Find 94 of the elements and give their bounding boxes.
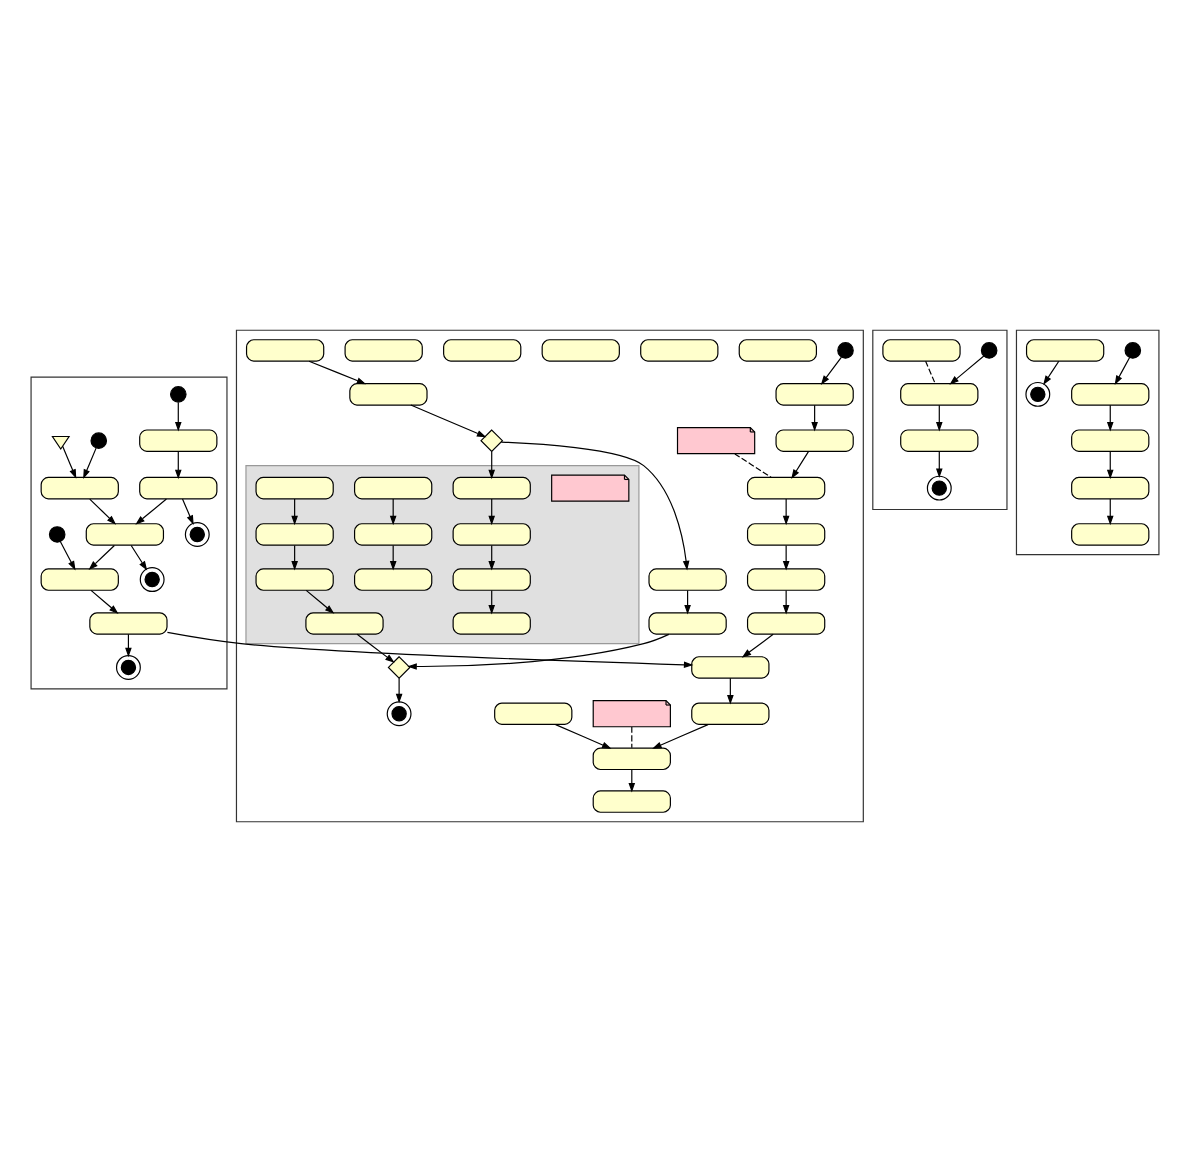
node-circle xyxy=(48,525,66,542)
node-box xyxy=(1071,428,1150,451)
node-box xyxy=(255,522,334,545)
connector xyxy=(734,452,772,477)
arrow xyxy=(90,588,119,613)
cluster xyxy=(872,328,1008,510)
node-box xyxy=(40,475,119,499)
connector xyxy=(925,359,936,384)
node-box xyxy=(452,567,531,590)
node-box xyxy=(900,382,979,405)
arrow xyxy=(410,403,487,437)
node-box xyxy=(746,475,826,499)
cluster xyxy=(30,375,228,689)
arrow xyxy=(395,676,403,703)
node-box xyxy=(1071,382,1150,405)
node-circle xyxy=(980,341,998,358)
node-circle xyxy=(837,341,854,358)
node-box xyxy=(900,428,979,451)
arrow xyxy=(949,354,985,384)
node-box xyxy=(592,789,671,812)
cluster xyxy=(1015,328,1160,555)
arrow xyxy=(83,446,97,478)
node-box xyxy=(354,567,433,590)
arrow xyxy=(1106,449,1114,479)
node-box xyxy=(691,701,770,724)
arrow xyxy=(488,449,496,479)
node-box xyxy=(746,611,826,634)
node-box xyxy=(452,522,531,545)
node-box xyxy=(738,338,817,361)
arrow xyxy=(130,543,148,570)
node-box xyxy=(354,522,433,545)
arrow xyxy=(135,497,168,524)
node-box xyxy=(452,475,531,499)
arrow xyxy=(59,540,76,570)
arrow xyxy=(555,723,612,748)
arrow xyxy=(308,359,367,384)
node-box xyxy=(255,475,334,499)
node-box xyxy=(349,382,428,405)
arrow xyxy=(174,449,182,479)
node-diamond xyxy=(480,428,504,452)
node-box xyxy=(746,567,826,590)
node-box xyxy=(592,746,671,770)
node-box xyxy=(494,701,573,724)
node-box xyxy=(89,611,168,634)
node-box xyxy=(640,338,719,361)
arrow xyxy=(89,497,117,524)
node-box xyxy=(648,567,727,590)
node-box xyxy=(354,475,433,499)
arrow xyxy=(782,543,790,570)
arrow xyxy=(782,497,790,525)
cluster xyxy=(235,328,864,822)
node-box xyxy=(648,611,727,634)
node-box xyxy=(1071,475,1150,499)
node-bullseye xyxy=(926,474,952,500)
node-box xyxy=(245,338,325,361)
node-hourglass xyxy=(51,434,71,450)
arrow xyxy=(1114,356,1131,385)
arrow xyxy=(181,497,194,524)
node-box xyxy=(344,338,423,361)
node-box xyxy=(1071,522,1150,545)
node-circle xyxy=(1124,341,1142,358)
node-box xyxy=(139,475,218,499)
connector xyxy=(631,725,633,748)
arrow xyxy=(174,400,182,431)
arrow xyxy=(1043,359,1060,385)
node-box xyxy=(139,428,218,451)
node-box xyxy=(882,338,961,361)
node-bullseye xyxy=(386,700,412,726)
node-box xyxy=(443,338,522,361)
node-box xyxy=(746,522,826,545)
arrow xyxy=(62,444,77,478)
arrow xyxy=(791,449,810,478)
arrow xyxy=(356,632,395,662)
node-box xyxy=(40,567,119,590)
node-box xyxy=(541,338,620,361)
node-box xyxy=(305,611,384,634)
arrow xyxy=(741,632,774,657)
arrow xyxy=(407,632,670,669)
arrow xyxy=(166,630,694,668)
arrow xyxy=(305,588,335,613)
arrow xyxy=(820,355,843,384)
node-box xyxy=(1025,338,1105,361)
node-box xyxy=(775,428,854,451)
node-box xyxy=(775,382,854,405)
arrow xyxy=(782,588,790,614)
arrow xyxy=(88,543,115,570)
node-box xyxy=(452,611,531,634)
arrow xyxy=(500,440,690,570)
node-box xyxy=(85,522,165,545)
node-circle xyxy=(169,385,187,402)
arrow xyxy=(652,723,709,748)
node-circle xyxy=(90,431,108,448)
node-box xyxy=(255,567,334,590)
node-box xyxy=(691,655,770,678)
